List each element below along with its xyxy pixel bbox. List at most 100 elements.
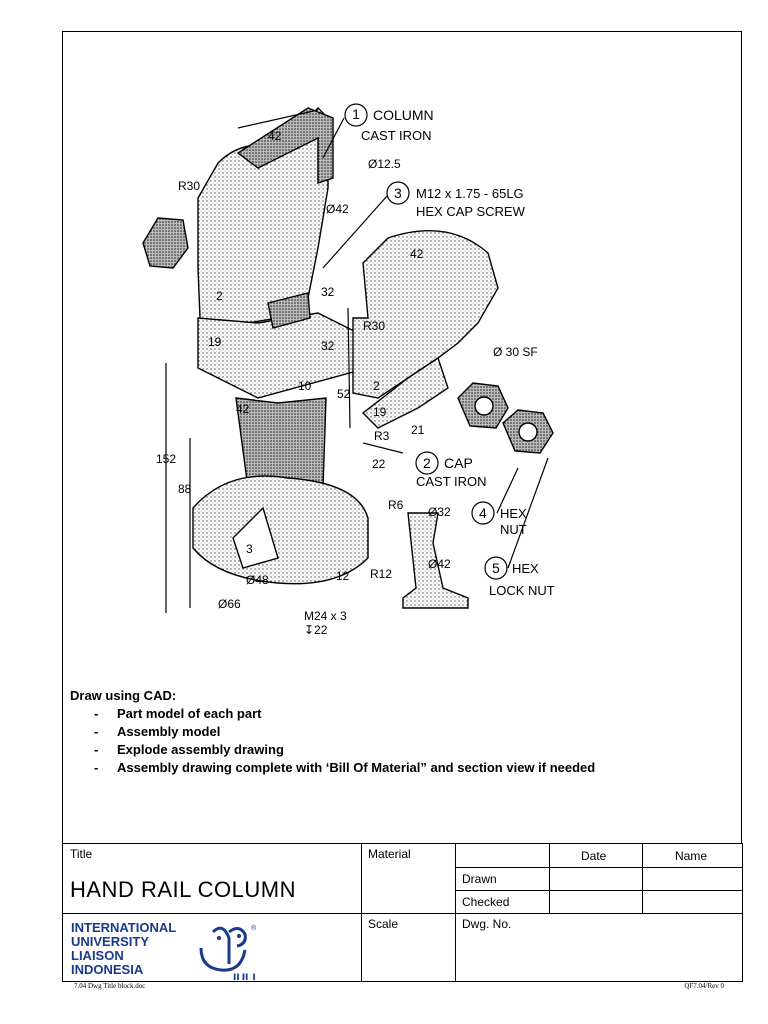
callout-num-1: 1	[352, 106, 360, 122]
instructions-list: Part model of each part Assembly model E…	[70, 705, 595, 777]
instruction-item: Explode assembly drawing	[94, 741, 595, 759]
dim-d12-5: Ø12.5	[368, 157, 401, 171]
cap-boss	[361, 356, 449, 429]
callout-circle-3	[386, 181, 410, 205]
name-header-cell: Name	[642, 843, 743, 868]
callout-num-5: 5	[492, 560, 500, 576]
cap-dim-d30sf: Ø 30 SF	[493, 345, 538, 359]
university-logo-text: INTERNATIONAL UNIVERSITY LIAISON INDONES…	[71, 921, 176, 977]
logo-line: UNIVERSITY	[71, 934, 150, 949]
checked-date-field[interactable]	[549, 890, 643, 914]
svg-text:®: ®	[251, 924, 257, 932]
date-header-cell: Date	[549, 843, 643, 868]
logo-line: INTERNATIONAL	[71, 920, 177, 935]
dim-m24: M24 x 3	[304, 609, 347, 623]
washer-detail	[402, 512, 469, 609]
date-label: Date	[581, 849, 607, 863]
checked-label: Checked	[462, 895, 510, 909]
column-flange	[192, 475, 369, 585]
material-cell: Material	[361, 843, 456, 914]
dim-2-col: 2	[216, 289, 223, 303]
dim-19-col: 19	[208, 335, 222, 349]
instruction-item: Assembly drawing complete with ‘Bill Of …	[94, 759, 595, 777]
dim-88: 88	[178, 482, 192, 496]
callout-line2-1: CAST IRON	[361, 128, 432, 143]
cap-dim-2: 2	[373, 379, 380, 393]
dim-10: 10	[298, 379, 312, 393]
dim-d48: Ø48	[246, 573, 269, 587]
callout-line1-5: HEX	[512, 561, 539, 576]
instructions-block: Draw using CAD: Part model of each part …	[70, 687, 595, 777]
cap-dim-r3: R3	[374, 429, 390, 443]
cap-dim-22: 22	[372, 457, 386, 471]
callout-line2-3: HEX CAP SCREW	[416, 204, 526, 219]
callout-circle-1	[344, 103, 368, 127]
footer-filename: 7.04 Dwg Title block.doc	[74, 982, 146, 990]
dim-r30: R30	[178, 179, 200, 193]
cap-screw-head	[142, 217, 189, 269]
owl-logo-icon: ® IULI	[199, 924, 257, 980]
cap-dim-42: 42	[410, 247, 424, 261]
dim-52: 52	[337, 387, 351, 401]
dim-32-upper: 32	[321, 285, 335, 299]
dwg-no-label: Dwg. No.	[462, 917, 512, 931]
cap-dim-19: 19	[373, 405, 387, 419]
dim-d66: Ø66	[218, 597, 241, 611]
instructions-heading: Draw using CAD:	[70, 688, 177, 703]
title-cell: Title HAND RAIL COLUMN	[62, 843, 362, 914]
logo-line: INDONESIA	[71, 962, 144, 977]
checked-name-field[interactable]	[642, 890, 743, 914]
drawn-date-field[interactable]	[549, 867, 643, 891]
instruction-item: Assembly model	[94, 723, 595, 741]
callout-circle-2	[415, 451, 439, 475]
dim-22-depth: ↧22	[304, 623, 328, 637]
checked-cell: Checked	[455, 890, 550, 914]
material-label: Material	[368, 847, 411, 861]
washer-dim-r12: R12	[370, 567, 392, 581]
callout-num-3: 3	[394, 185, 402, 201]
dim-152: 152	[156, 452, 176, 466]
scale-cell: Scale	[361, 913, 456, 982]
column-flange-cut	[232, 506, 279, 569]
cap-dim-21: 21	[411, 423, 425, 437]
dwg-no-cell: Dwg. No.	[455, 913, 743, 982]
drawn-cell: Drawn	[455, 867, 550, 891]
blank-header-cell	[455, 843, 550, 868]
title-label: Title	[70, 847, 93, 861]
drawing-title: HAND RAIL COLUMN	[70, 877, 296, 902]
logo-line: LIAISON	[71, 948, 124, 963]
dim-3: 3	[246, 542, 253, 556]
callout-circle-5	[484, 556, 508, 580]
scale-label: Scale	[368, 917, 399, 931]
drawn-name-field[interactable]	[642, 867, 743, 891]
isometric-technical-drawing: 1 COLUMN CAST IRON 3 M12 x 1.75 - 65LG H…	[142, 103, 555, 637]
washer-dim-r6: R6	[388, 498, 404, 512]
washer-dim-d32: Ø32	[428, 505, 451, 519]
callout-line2-4: NUT	[500, 522, 527, 537]
cap-screw-shank	[267, 292, 311, 329]
name-label: Name	[675, 849, 708, 863]
cap-dim-r30: R30	[363, 319, 385, 333]
callout-num-4: 4	[479, 505, 487, 521]
dim-42-stem: 42	[236, 402, 250, 416]
callout-line1-1: COLUMN	[373, 107, 434, 123]
dim-32-lower: 32	[321, 339, 335, 353]
cap-body	[352, 230, 499, 399]
callout-num-2: 2	[423, 455, 431, 471]
callout-line1-4: HEX	[500, 506, 527, 521]
title-block: Title HAND RAIL COLUMN Material Date Nam…	[62, 843, 743, 982]
logo-mark: IULI	[233, 971, 256, 980]
washer-dim-d42: Ø42	[428, 557, 451, 571]
logo-cell: INTERNATIONAL UNIVERSITY LIAISON INDONES…	[62, 913, 362, 982]
dim-d42: Ø42	[326, 202, 349, 216]
dim-12: 12	[336, 569, 350, 583]
callout-line1-2: CAP	[444, 455, 473, 471]
footer-revision: QF7.04/Rev 0	[684, 982, 724, 990]
dim-42-top: 42	[268, 129, 282, 143]
callout-line1-3: M12 x 1.75 - 65LG	[416, 186, 524, 201]
callout-circle-4	[471, 501, 495, 525]
column-hook	[236, 107, 334, 184]
drawn-label: Drawn	[462, 872, 497, 886]
callout-line2-2: CAST IRON	[416, 474, 487, 489]
instruction-item: Part model of each part	[94, 705, 595, 723]
